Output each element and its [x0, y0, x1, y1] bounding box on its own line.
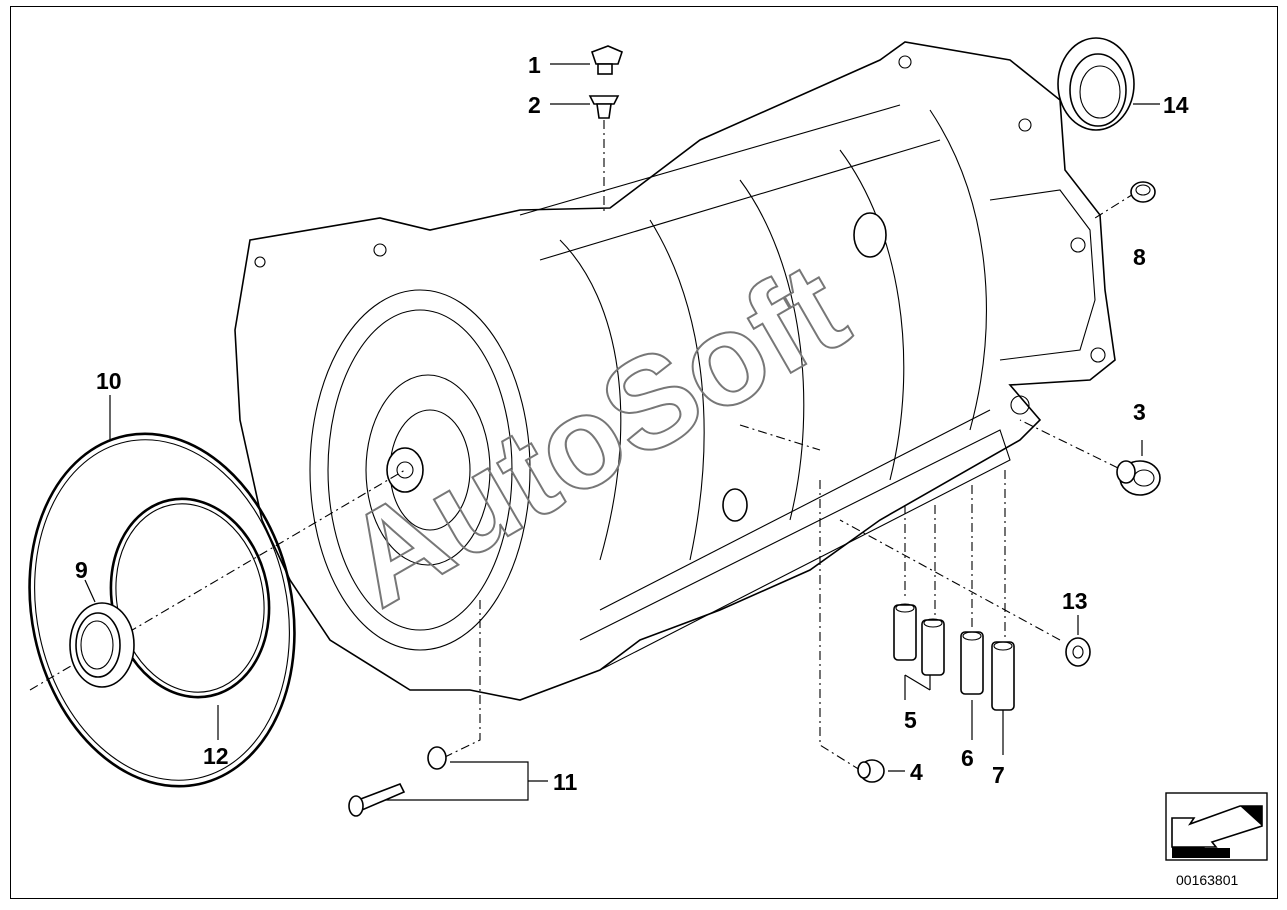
callout-12: 12 [203, 743, 229, 769]
callout-5: 5 [904, 707, 917, 733]
part-8-plug [1130, 181, 1156, 203]
callout-7: 7 [992, 762, 1005, 788]
diagram-frame [10, 6, 1278, 899]
part-4-drain-plug [857, 759, 885, 783]
part-7-sleeve [991, 641, 1015, 711]
part-13-washer [1065, 637, 1091, 667]
callout-9: 9 [75, 557, 88, 583]
drawing-number: 00163801 [1176, 872, 1239, 888]
callout-10: 10 [96, 368, 122, 394]
part-5-sleeves [893, 603, 945, 676]
callout-labels: 1 2 3 4 5 6 7 8 9 10 11 12 13 14 [75, 52, 1189, 795]
part-1-breather-cap [590, 45, 623, 75]
callout-8: 8 [1133, 244, 1146, 270]
callout-14: 14 [1163, 92, 1189, 118]
part-14-shaft-seal [1057, 37, 1135, 131]
part-3-screw-plug [1116, 460, 1161, 496]
callout-13: 13 [1062, 588, 1088, 614]
callout-1: 1 [528, 52, 541, 78]
leader-lines [29, 63, 1160, 801]
callout-3: 3 [1133, 399, 1146, 425]
part-2-vent-valve [588, 95, 620, 119]
callout-6: 6 [961, 745, 974, 771]
part-9-shaft-seal [69, 602, 135, 688]
transmission-housing [234, 41, 1116, 701]
callout-11: 11 [553, 769, 578, 795]
callout-4: 4 [910, 759, 923, 785]
arrow-down-left-icon[interactable] [1165, 792, 1268, 861]
part-10-o-ring [28, 432, 296, 788]
callout-2: 2 [528, 92, 541, 118]
part-11-bolt-washer [348, 746, 447, 817]
part-6-sleeve [960, 631, 984, 695]
